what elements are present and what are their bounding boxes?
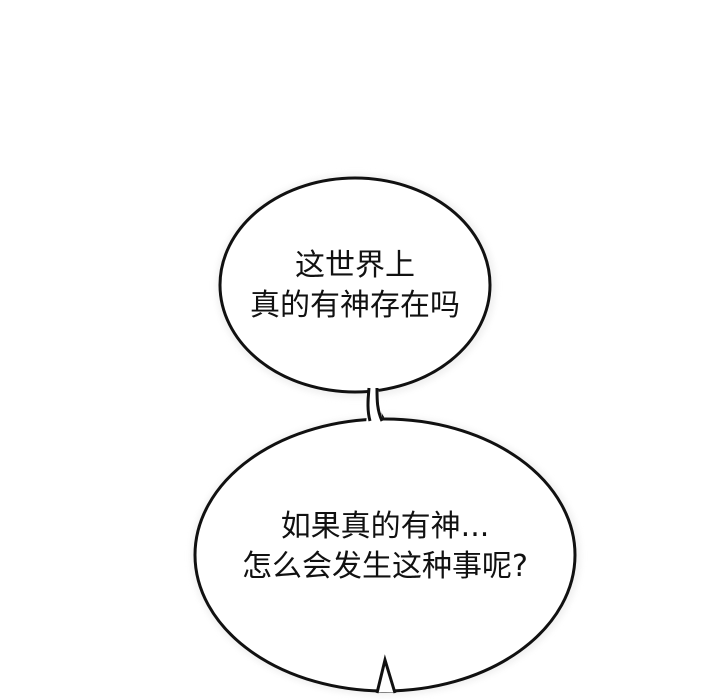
bubble-2-line-1: 如果真的有神... xyxy=(280,509,490,544)
speech-bubble-1-text: 这世界上 真的有神存在吗 xyxy=(220,246,490,326)
bubble-1-line-1: 这世界上 xyxy=(295,248,415,283)
speech-bubble-1 xyxy=(218,176,492,394)
bubble-1-line-2: 真的有神存在吗 xyxy=(250,288,460,323)
bubble-2-line-2: 怎么会发生这种事呢? xyxy=(242,549,528,584)
bubble-2-tail-spike xyxy=(375,654,397,694)
speech-bubble-2-text: 如果真的有神... 怎么会发生这种事呢? xyxy=(195,507,575,587)
